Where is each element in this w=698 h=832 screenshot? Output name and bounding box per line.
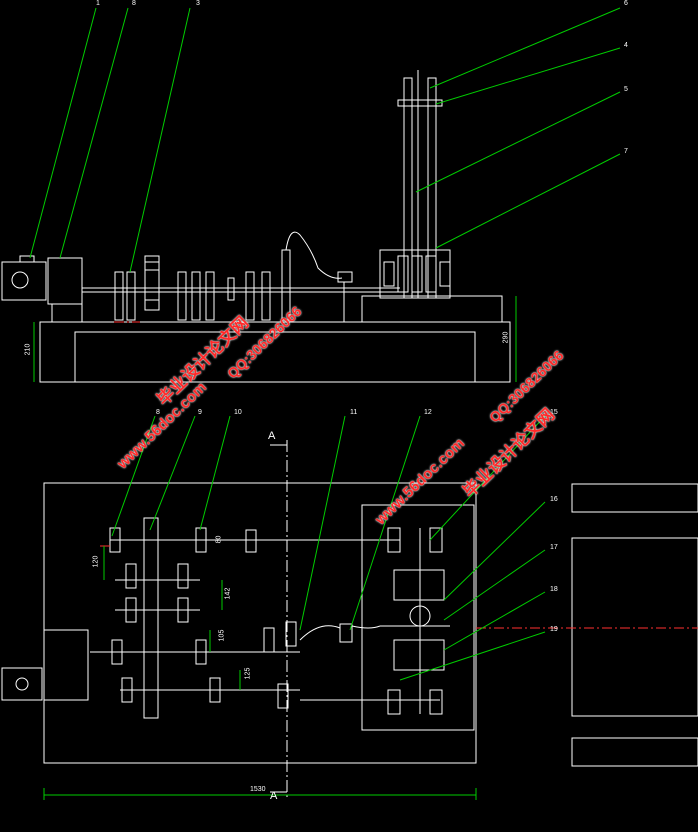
bearing-2 <box>126 271 136 321</box>
pb-19 <box>429 689 443 715</box>
dim-125: 125 <box>244 667 252 680</box>
callout-b10: 10 <box>234 409 242 416</box>
callout-b9: 9 <box>198 409 202 416</box>
callout-8: 8 <box>132 0 136 7</box>
bearing-6 <box>245 271 255 321</box>
plan-motor <box>43 629 89 701</box>
winder-bottom <box>393 639 445 671</box>
column-right <box>427 77 437 299</box>
gearbox-support <box>51 303 83 323</box>
callout-3: 3 <box>196 0 200 7</box>
cable <box>285 231 343 279</box>
gear <box>144 255 160 311</box>
bearing-1 <box>114 271 124 321</box>
section-label-bottom: A <box>270 790 278 802</box>
dim-290: 290 <box>502 331 510 344</box>
elevation-view <box>1 70 511 383</box>
base-recess <box>74 331 476 383</box>
bearing-7 <box>261 271 271 321</box>
section-rect-2 <box>571 537 698 717</box>
motor-terminal <box>19 255 35 263</box>
callout-b12: 12 <box>424 409 432 416</box>
pb-14 <box>285 621 297 647</box>
section-label-top: A <box>268 430 276 442</box>
callout-b19: 19 <box>550 626 558 633</box>
callout-5: 5 <box>624 86 628 93</box>
section-rect-1 <box>571 483 698 513</box>
callout-b15: 15 <box>550 409 558 416</box>
coupling-1 <box>227 277 235 301</box>
pb-4 <box>125 563 137 589</box>
winder-top <box>393 569 445 601</box>
dim-1530: 1530 <box>250 786 266 793</box>
pb-13 <box>277 683 289 709</box>
plan-view <box>1 482 698 767</box>
callout-1: 1 <box>96 0 100 7</box>
pb-6 <box>125 597 137 623</box>
plan-table <box>43 482 477 764</box>
pb-17 <box>429 527 443 553</box>
callout-b18: 18 <box>550 586 558 593</box>
dim-80: 80 <box>215 535 223 544</box>
pb-5 <box>177 563 189 589</box>
pb-8 <box>111 639 123 665</box>
top-bracket <box>397 99 443 107</box>
gearbox <box>47 257 83 305</box>
pb-11 <box>121 677 133 703</box>
callout-6: 6 <box>624 0 628 7</box>
callout-b17: 17 <box>550 544 558 551</box>
callout-7: 7 <box>624 148 628 155</box>
center-lines <box>100 321 698 629</box>
dim-210: 210 <box>24 343 32 356</box>
callout-b11: 11 <box>350 409 358 416</box>
section-rect-3 <box>571 737 698 767</box>
pb-18 <box>387 689 401 715</box>
motor-fan <box>11 271 29 289</box>
pb-7 <box>177 597 189 623</box>
dim-120: 120 <box>92 555 100 568</box>
bearing-3 <box>177 271 187 321</box>
bearing-4 <box>191 271 201 321</box>
leader-lines <box>29 7 621 681</box>
plan-right-frame <box>361 504 475 731</box>
rack <box>143 517 159 719</box>
pb-9 <box>195 639 207 665</box>
plan-motor-end <box>1 667 43 701</box>
callout-b8: 8 <box>156 409 160 416</box>
dim-105: 105 <box>218 629 226 642</box>
dim-142: 142 <box>224 587 232 600</box>
dimension-lines <box>33 296 517 800</box>
right-platform <box>361 295 503 323</box>
pb-10 <box>263 627 275 653</box>
clamp <box>337 271 353 283</box>
callout-4: 4 <box>624 42 628 49</box>
callout-b16: 16 <box>550 496 558 503</box>
pb-3 <box>245 529 257 553</box>
pb-15 <box>339 623 353 643</box>
motor-body <box>1 261 47 301</box>
pb-16 <box>387 527 401 553</box>
bearing-5 <box>205 271 215 321</box>
pb-12 <box>209 677 221 703</box>
